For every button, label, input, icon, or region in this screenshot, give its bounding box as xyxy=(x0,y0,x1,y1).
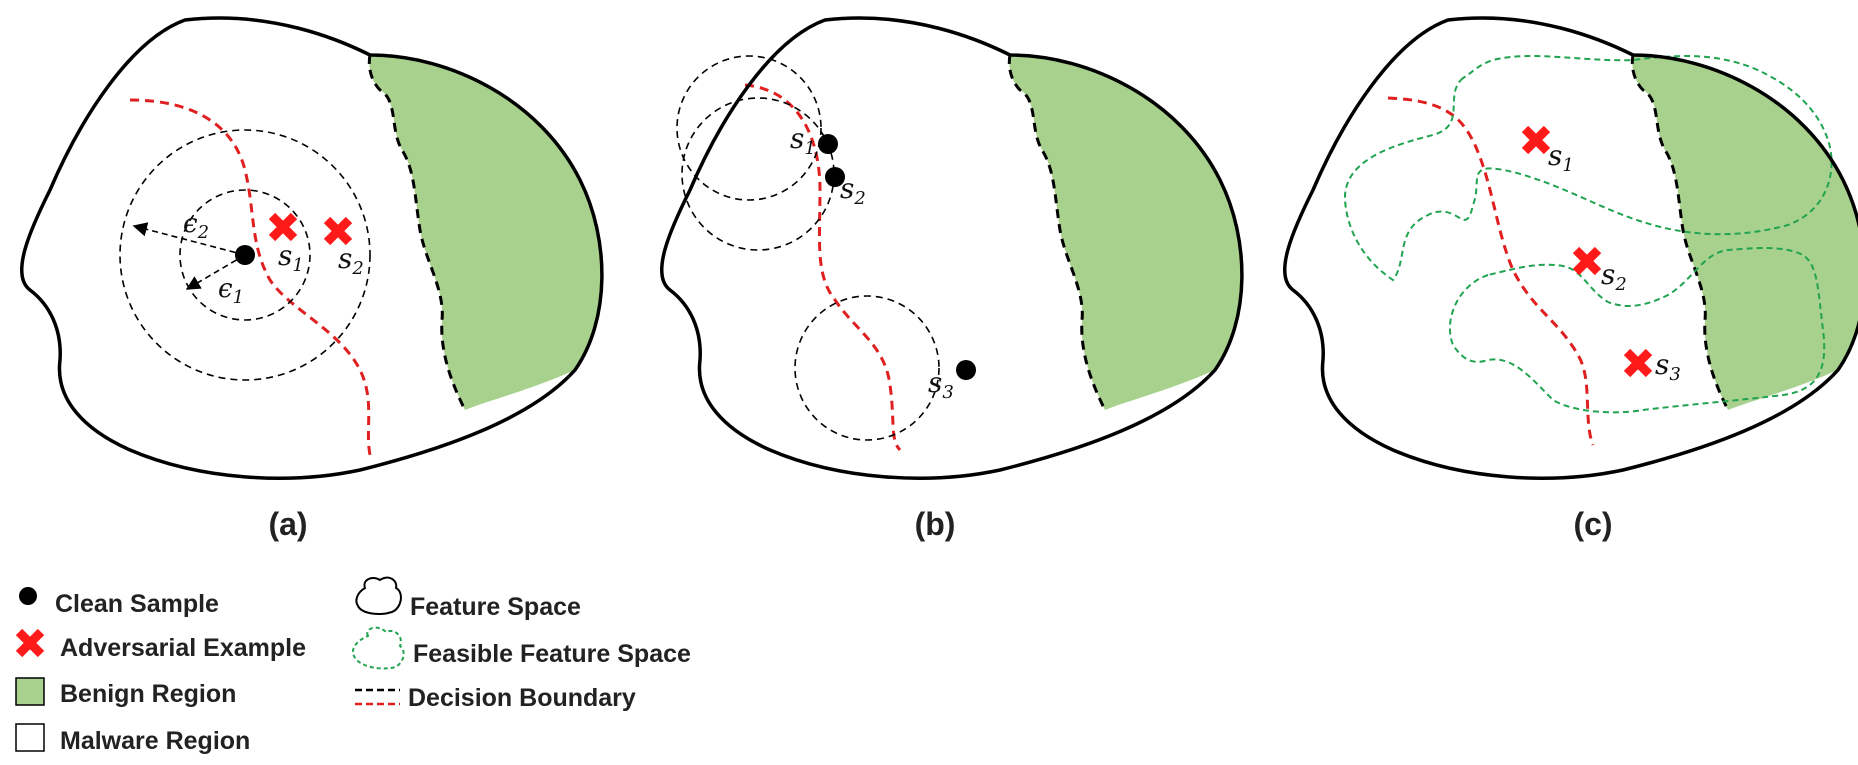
legend: Clean Sample Adversarial Example Benign … xyxy=(15,576,691,755)
clean-sample-s1 xyxy=(818,134,838,154)
adversarial-x-s1 xyxy=(272,216,294,238)
panel-c: s1 s2 s3 (c) xyxy=(1282,16,1858,542)
clean-sample-s2 xyxy=(825,167,845,187)
red-decision-boundary xyxy=(1387,96,1595,446)
panel-b-caption: (b) xyxy=(915,506,956,542)
s1-label: s1 xyxy=(278,239,304,276)
adversarial-x-s2 xyxy=(1576,250,1598,272)
malware-region-icon xyxy=(15,723,45,752)
benign-region-icon xyxy=(15,677,45,706)
epsilon2-label: ϵ2 xyxy=(183,209,209,243)
panel-b: s1 s2 s3 (b) xyxy=(659,16,1244,542)
legend-benign-region: Benign Region xyxy=(60,680,236,708)
legend-feasible-feature-space: Feasible Feature Space xyxy=(413,640,691,668)
epsilon2-circle xyxy=(119,129,371,381)
benign-region xyxy=(1009,55,1242,410)
s1-neighborhood xyxy=(676,55,822,201)
epsilon2-arrow xyxy=(132,222,246,256)
legend-malware-region: Malware Region xyxy=(60,727,250,755)
clean-sample-s3 xyxy=(956,360,976,380)
s3-label: s3 xyxy=(928,366,954,403)
s2-neighborhood xyxy=(681,97,835,251)
panel-a: ϵ2 ϵ1 s1 s2 (a) xyxy=(19,16,604,542)
s3-neighborhood xyxy=(794,295,940,441)
feasible-feature-space-lower xyxy=(1448,246,1826,414)
epsilon1-arrow xyxy=(185,254,246,290)
clean-sample-dot xyxy=(235,245,255,265)
adversarial-example-icon xyxy=(19,632,41,654)
legend-feature-space: Feature Space xyxy=(410,593,581,621)
feature-space-icon xyxy=(355,576,402,615)
epsilon1-label: ϵ1 xyxy=(218,274,244,308)
adversarial-x-s2 xyxy=(327,220,349,242)
legend-decision-boundary: Decision Boundary xyxy=(408,684,636,712)
s3-label: s3 xyxy=(1655,348,1681,385)
legend-adversarial-example: Adversarial Example xyxy=(60,634,306,662)
benign-region xyxy=(369,55,602,410)
s2-label: s2 xyxy=(840,172,866,209)
epsilon1-circle xyxy=(179,189,311,321)
adversarial-x-s3 xyxy=(1627,352,1649,374)
s2-label: s2 xyxy=(338,242,364,279)
feasible-feature-space-icon xyxy=(352,626,405,670)
legend-clean-sample: Clean Sample xyxy=(55,590,219,618)
panel-a-caption: (a) xyxy=(268,506,307,542)
s1-label: s1 xyxy=(1548,139,1574,176)
panel-c-caption: (c) xyxy=(1573,506,1612,542)
adversarial-x-s1 xyxy=(1525,129,1547,151)
red-decision-boundary xyxy=(129,98,372,456)
s2-label: s2 xyxy=(1601,258,1627,295)
s1-label: s1 xyxy=(790,122,816,159)
clean-sample-icon xyxy=(19,587,37,605)
red-decision-boundary xyxy=(744,83,902,452)
